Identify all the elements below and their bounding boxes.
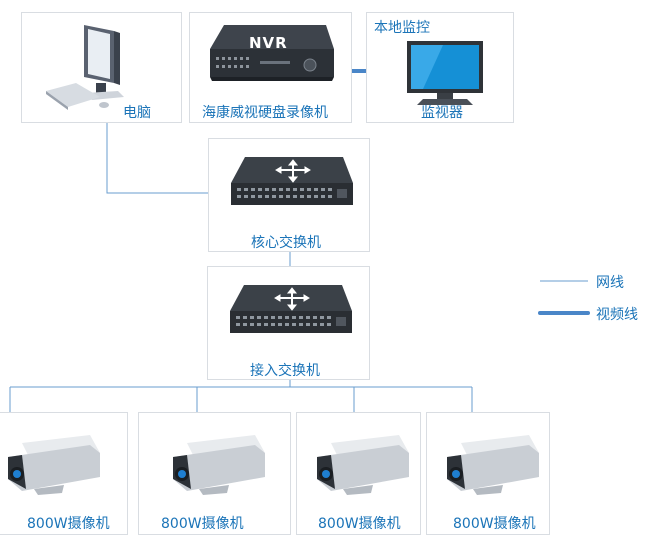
computer-icon	[46, 25, 124, 110]
nvr-device-icon	[210, 25, 334, 81]
pc-to-core-switch-line	[106, 122, 210, 194]
access-switch-icon	[230, 285, 352, 333]
camera-node-2: 800W摄像机	[138, 412, 291, 535]
pc-node: 电脑	[21, 12, 182, 123]
monitor-label: 监视器	[421, 105, 463, 121]
camera-label-2: 800W摄像机	[161, 516, 244, 532]
core-switch-icon	[231, 157, 353, 205]
local-monitoring-caption: 本地监控	[374, 20, 430, 36]
core-switch-node: 核心交换机	[208, 138, 370, 252]
bullet-camera-icon	[317, 435, 409, 495]
bullet-camera-icon	[173, 435, 265, 495]
camera-label-1: 800W摄像机	[27, 516, 110, 532]
core-switch-label: 核心交换机	[251, 235, 321, 251]
legend-network-label: 网线	[596, 275, 624, 291]
monitor-node: 本地监控 监视器	[366, 12, 514, 123]
pc-label: 电脑	[123, 105, 151, 121]
legend-video-label: 视频线	[596, 307, 638, 323]
bullet-camera-icon	[447, 435, 539, 495]
nvr-node: NVR 海康威视硬盘录像机	[189, 12, 352, 123]
camera-label-3: 800W摄像机	[318, 516, 401, 532]
camera-label-4: 800W摄像机	[453, 516, 536, 532]
camera-node-3: 800W摄像机	[296, 412, 421, 535]
access-switch-node: 接入交换机	[207, 266, 370, 380]
monitor-icon	[407, 41, 483, 105]
camera-node-4: 800W摄像机	[426, 412, 550, 535]
bullet-camera-icon	[8, 435, 100, 495]
camera-node-1: 800W摄像机	[0, 412, 128, 535]
access-switch-label: 接入交换机	[250, 363, 320, 379]
nvr-badge: NVR	[249, 34, 288, 52]
nvr-label: 海康威视硬盘录像机	[202, 105, 328, 121]
